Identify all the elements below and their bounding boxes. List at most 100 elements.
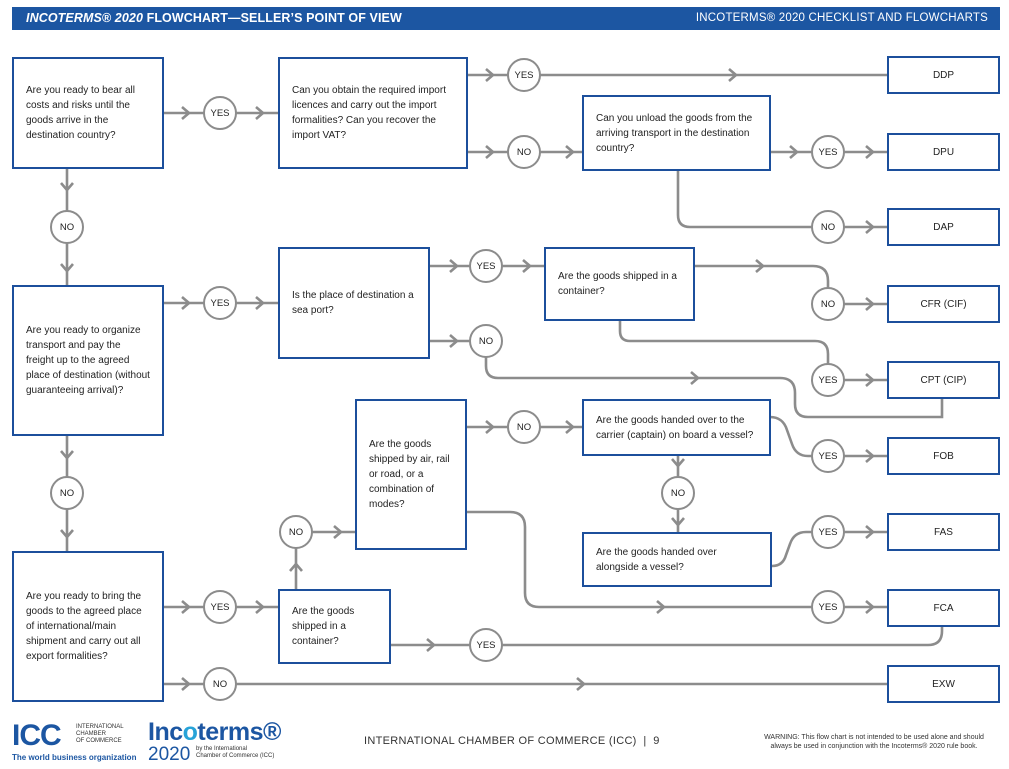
term-label: CFR (CIF) [920, 298, 967, 310]
arrow-mark [426, 638, 436, 652]
term-label: CPT (CIP) [920, 374, 967, 386]
incoterms-wordmark: Incoterms® [148, 718, 281, 746]
arrow-mark [181, 600, 191, 614]
icc-mark: ICC [12, 719, 62, 752]
arrow-mark [865, 449, 875, 463]
question-text: Are the goods shipped by air, rail or ro… [369, 439, 450, 510]
question-text: Are the goods shipped in a container? [292, 606, 355, 647]
term-label: DDP [932, 69, 955, 81]
decision-no: NO [507, 410, 541, 444]
decision-yes: YES [469, 628, 503, 662]
page-title: INCOTERMS® 2020 FLOWCHART—SELLER’S POINT… [26, 11, 402, 25]
icc-tagline: The world business organization [12, 753, 137, 762]
term-label: EXW [932, 678, 955, 690]
arrow-mark [671, 517, 685, 527]
question-text: Are the goods handed over alongside a ve… [596, 546, 717, 573]
question-on-board-vessel: Are the goods handed over to the carrier… [582, 399, 771, 456]
arrow-mark [522, 259, 532, 273]
decision-yes: YES [469, 249, 503, 283]
icc-name-line: INTERNATIONAL [76, 724, 124, 730]
question-text: Can you unload the goods from the arrivi… [596, 112, 753, 154]
connector [390, 626, 944, 647]
arrow-mark [181, 677, 191, 691]
icc-name-line: CHAMBER [76, 731, 107, 737]
icc-name-line: OF COMMERCE [76, 738, 122, 744]
arrow-mark [333, 525, 343, 539]
byline-line: Chamber of Commerce (ICC) [196, 753, 275, 759]
arrow-mark [181, 296, 191, 310]
icc-logo: ICC INTERNATIONAL CHAMBER OF COMMERCE Th… [12, 719, 142, 765]
term-label: FAS [934, 526, 953, 538]
arrow-mark [576, 677, 586, 691]
arrow-mark [865, 373, 875, 387]
incoterms-byline: by the International Chamber of Commerce… [196, 746, 274, 760]
term-dpu: DPU [887, 133, 1000, 171]
question-import-licences: Can you obtain the required import licen… [278, 57, 468, 169]
decision-no: NO [507, 135, 541, 169]
term-fob: FOB [887, 437, 1000, 475]
question-sea-port: Is the place of destination a sea port? [278, 247, 430, 359]
incoterms-logo: Incoterms® 2020 by the International Cha… [148, 718, 298, 765]
decision-yes: YES [811, 135, 845, 169]
term-dap: DAP [887, 208, 1000, 246]
arrow-mark [255, 600, 265, 614]
decision-yes: YES [203, 590, 237, 624]
term-fas: FAS [887, 513, 1000, 551]
decision-yes: YES [811, 439, 845, 473]
question-alongside-vessel: Are the goods handed over alongside a ve… [582, 532, 772, 587]
arrow-mark [60, 263, 74, 273]
arrow-mark [690, 371, 700, 385]
question-text: Can you obtain the required import licen… [292, 85, 446, 141]
arrow-mark [60, 182, 74, 192]
arrow-mark [255, 296, 265, 310]
arrow-mark [485, 68, 495, 82]
term-cpt-cip: CPT (CIP) [887, 361, 1000, 399]
question-container-sea: Are the goods shipped in a container? [544, 247, 695, 321]
page-subtitle: INCOTERMS® 2020 CHECKLIST AND FLOWCHARTS [695, 12, 988, 24]
connector [430, 339, 944, 419]
arrow-mark [865, 145, 875, 159]
connector [676, 171, 887, 229]
icc-name: INTERNATIONAL CHAMBER OF COMMERCE [76, 724, 124, 745]
term-ddp: DDP [887, 56, 1000, 94]
connector [467, 510, 887, 609]
decision-no: NO [811, 210, 845, 244]
arrow-mark [289, 562, 303, 572]
term-label: DAP [933, 221, 954, 233]
arrow-mark [656, 600, 666, 614]
decision-yes: YES [507, 58, 541, 92]
decision-no: NO [279, 515, 313, 549]
byline-line: by the International [196, 746, 248, 752]
arrow-mark [789, 145, 799, 159]
footer-center-text: INTERNATIONAL CHAMBER OF COMMERCE (ICC) … [364, 735, 660, 747]
arrow-mark [865, 220, 875, 234]
question-text: Are you ready to bear all costs and risk… [26, 85, 135, 141]
question-air-rail-road: Are the goods shipped by air, rail or ro… [355, 399, 467, 550]
arrow-mark [255, 106, 265, 120]
arrow-mark [485, 145, 495, 159]
decision-no: NO [50, 210, 84, 244]
arrow-mark [60, 529, 74, 539]
term-label: FCA [933, 602, 954, 614]
question-text: Is the place of destination a sea port? [292, 290, 414, 316]
question-text: Are the goods handed over to the carrier… [596, 414, 754, 441]
arrow-mark [565, 420, 575, 434]
connector [769, 415, 887, 458]
connector [771, 530, 887, 568]
arrow-mark [865, 525, 875, 539]
arrow-mark [565, 145, 575, 159]
warning-line: always be used in conjunction with the I… [770, 743, 978, 750]
decision-no: NO [661, 476, 695, 510]
question-text: Are the goods shipped in a container? [558, 271, 677, 297]
connector [618, 321, 887, 382]
connector [695, 264, 887, 306]
question-bear-costs: Are you ready to bear all costs and risk… [12, 57, 164, 169]
header-bar: INCOTERMS® 2020 FLOWCHART—SELLER’S POINT… [12, 7, 1000, 30]
question-bring-goods: Are you ready to bring the goods to the … [12, 551, 164, 702]
term-label: FOB [933, 450, 954, 462]
decision-no: NO [469, 324, 503, 358]
decision-yes: YES [203, 96, 237, 130]
incoterms-year: 2020 [148, 744, 191, 765]
decision-yes: YES [811, 363, 845, 397]
arrow-mark [728, 68, 738, 82]
